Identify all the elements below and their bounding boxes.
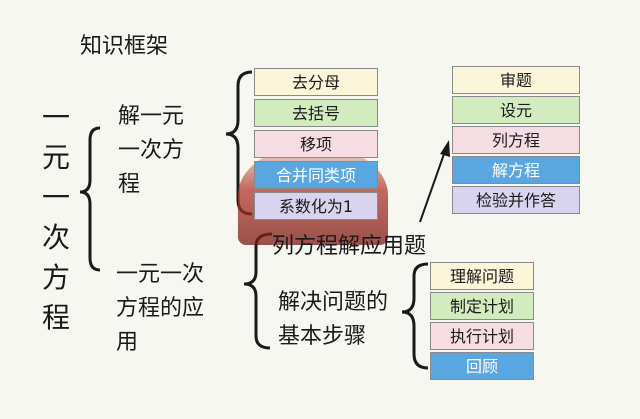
- topic-char: 方: [41, 261, 70, 294]
- basic-step-cell: 理解问题: [430, 262, 534, 290]
- topic-char: 一: [41, 101, 70, 134]
- arrow-head: [440, 140, 450, 157]
- solve-branch-label: 解一元一次方程: [118, 100, 184, 202]
- application-label-line: 用: [116, 330, 139, 355]
- solve-step-cell: 系数化为1: [254, 192, 378, 220]
- basic-steps-brace: [401, 262, 429, 370]
- word-problem-step-cell: 检验并作答: [452, 186, 580, 214]
- word-problem-step-cell: 列方程: [452, 126, 580, 154]
- solve-step-cell: 去括号: [254, 99, 378, 127]
- topic-char: 程: [41, 301, 70, 334]
- basic-step-cell: 执行计划: [430, 322, 534, 350]
- arrow-line: [419, 153, 445, 223]
- basic-step-cell: 制定计划: [430, 292, 534, 320]
- word-problem-step-cell: 解方程: [452, 156, 580, 184]
- solve-label-line: 解一元: [118, 104, 185, 129]
- topic-char: 一: [41, 181, 70, 214]
- solve-step-cell: 合并同类项: [254, 161, 378, 189]
- topic-label: 一元一次方程: [40, 98, 72, 338]
- word-problem-step-cell: 设元: [452, 96, 580, 124]
- main-brace: [79, 126, 101, 272]
- application-label-line: 方程的应: [116, 296, 205, 321]
- diagram-title: 知识框架: [80, 34, 169, 59]
- word-problem-step-cell: 审题: [452, 66, 580, 94]
- topic-char: 次: [41, 221, 70, 254]
- basic-steps-label-line: 基本步骤: [278, 324, 367, 349]
- application-branch-label: 一元一次方程的应用: [116, 258, 204, 360]
- topic-char: 元: [41, 141, 70, 174]
- solve-label-line: 程: [118, 172, 141, 197]
- solve-step-cell: 去分母: [254, 68, 378, 96]
- basic-step-cell: 回顾: [430, 352, 534, 380]
- basic-steps-label-line: 解决问题的: [278, 290, 389, 315]
- solve-step-cell: 移项: [254, 130, 378, 158]
- word-problem-title: 列方程解应用题: [272, 234, 427, 259]
- application-label-line: 一元一次: [116, 262, 205, 287]
- solve-label-line: 一次方: [118, 138, 185, 163]
- application-brace: [243, 232, 273, 350]
- basic-steps-label: 解决问题的基本步骤: [278, 286, 388, 354]
